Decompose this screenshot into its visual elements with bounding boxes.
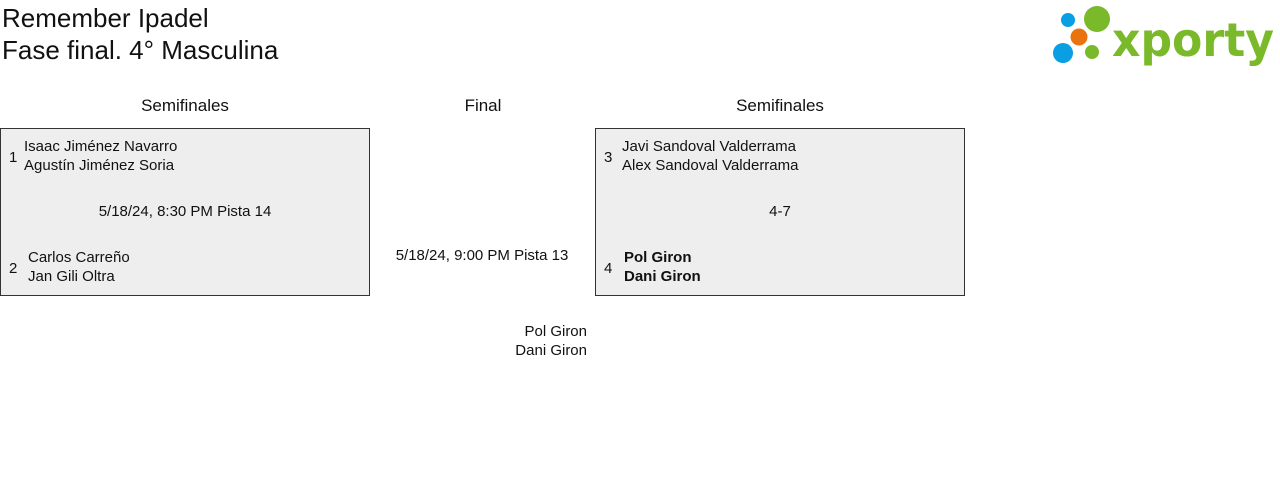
player-name: Jan Gili Oltra	[28, 268, 115, 285]
winner-player-name: Pol Giron	[624, 249, 692, 266]
match-card-semifinal-1[interactable]: 1 Isaac Jiménez Navarro Agustín Jiménez …	[0, 128, 370, 296]
winner-player-name: Dani Giron	[624, 268, 701, 285]
page-subtitle: Fase final. 4° Masculina	[2, 35, 279, 65]
final-match-info: 5/18/24, 9:00 PM Pista 13	[395, 247, 569, 264]
player-name: Carlos Carreño	[28, 249, 130, 266]
column-header-final: Final	[464, 96, 502, 115]
match-score: 4-7	[769, 203, 791, 220]
svg-text:xporty: xporty	[1112, 13, 1274, 66]
team-seed: 1	[9, 149, 18, 166]
xporty-logo[interactable]: xporty	[1050, 4, 1276, 67]
player-name: Alex Sandoval Valderrama	[622, 157, 799, 174]
player-name: Javi Sandoval Valderrama	[622, 138, 796, 155]
column-header-semifinals-right: Semifinales	[736, 96, 824, 115]
column-header-semifinals-left: Semifinales	[141, 96, 229, 115]
page-title: Remember Ipadel	[2, 3, 209, 33]
player-name: Agustín Jiménez Soria	[24, 157, 175, 174]
team-seed: 2	[9, 260, 18, 277]
match-info: 5/18/24, 8:30 PM Pista 14	[98, 203, 272, 220]
team-seed: 4	[604, 260, 613, 277]
final-player-name: Pol Giron	[524, 323, 587, 340]
player-name: Isaac Jiménez Navarro	[24, 138, 178, 155]
final-player-name: Dani Giron	[515, 342, 587, 359]
team-seed: 3	[604, 149, 613, 166]
match-card-semifinal-2[interactable]: 3 Javi Sandoval Valderrama Alex Sandoval…	[595, 128, 965, 296]
